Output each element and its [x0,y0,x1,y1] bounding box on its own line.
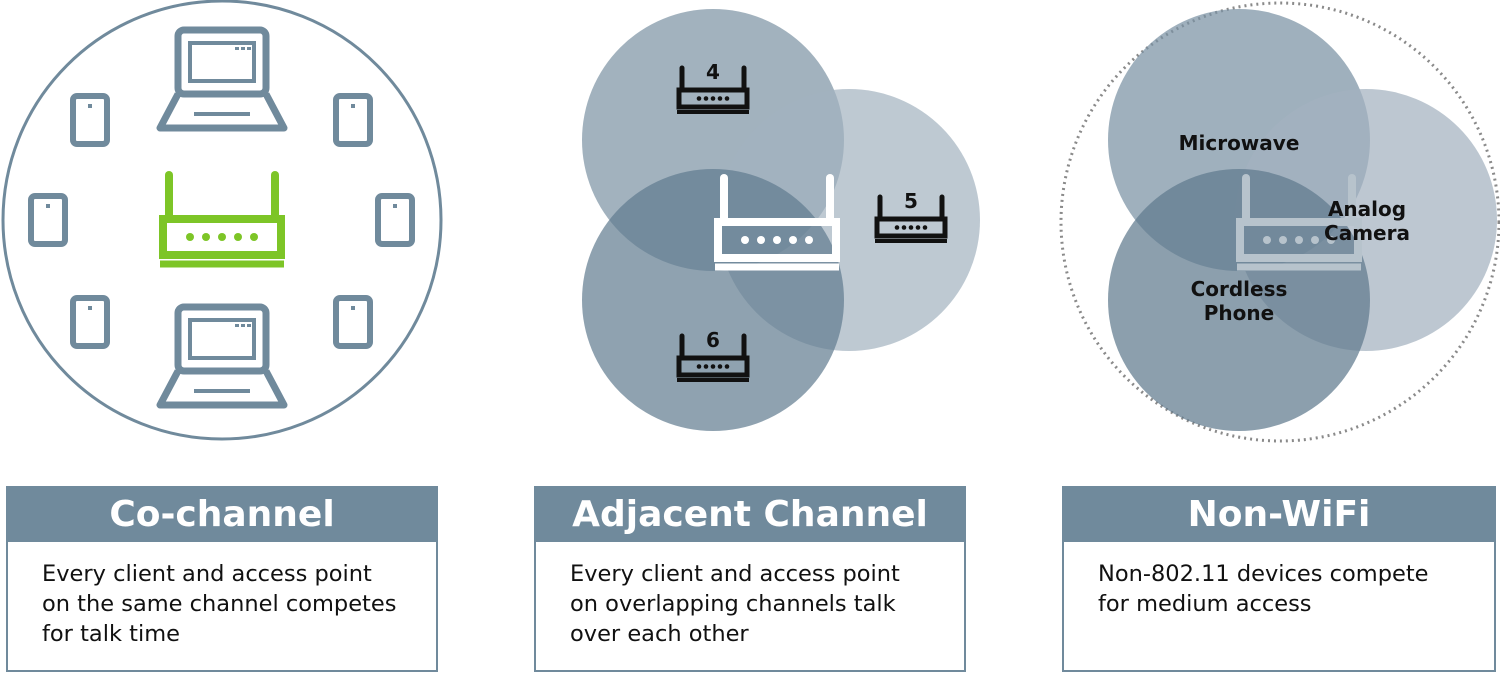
channel-6-label: 6 [706,328,720,352]
channel-4-label: 4 [706,60,720,84]
cordless-phone-zone [1108,169,1370,431]
cordless-phone-label: Phone [1204,301,1274,325]
card-title: Non-WiFi [1064,488,1494,542]
card-description: Every client and access point on the sam… [42,561,397,647]
coverage-boundary [1059,1,1500,443]
cordless-phone-label: Cordless [1191,277,1288,301]
card-description: Non-802.11 devices compete for medium ac… [1098,561,1429,617]
microwave-label: Microwave [1179,131,1300,155]
co-channel-card: Co-channel Every client and access point… [6,486,438,672]
adjacent-channel-card: Adjacent Channel Every client and access… [534,486,966,672]
card-title: Co-channel [8,488,436,542]
non-wifi-card: Non-WiFi Non-802.11 devices compete for … [1062,486,1496,672]
card-description: Every client and access point on overlap… [570,561,900,647]
channel-6-coverage [582,169,844,431]
channel-5-label: 5 [904,189,918,213]
analog-camera-label: Analog [1328,197,1406,221]
analog-camera-label: Camera [1324,221,1410,245]
card-title: Adjacent Channel [536,488,964,542]
non-wifi-panel: Microwave Analog Camera Cordless Phone [1059,1,1500,443]
co-channel-panel [1,0,443,441]
adjacent-channel-panel: 4 5 6 [582,9,980,431]
